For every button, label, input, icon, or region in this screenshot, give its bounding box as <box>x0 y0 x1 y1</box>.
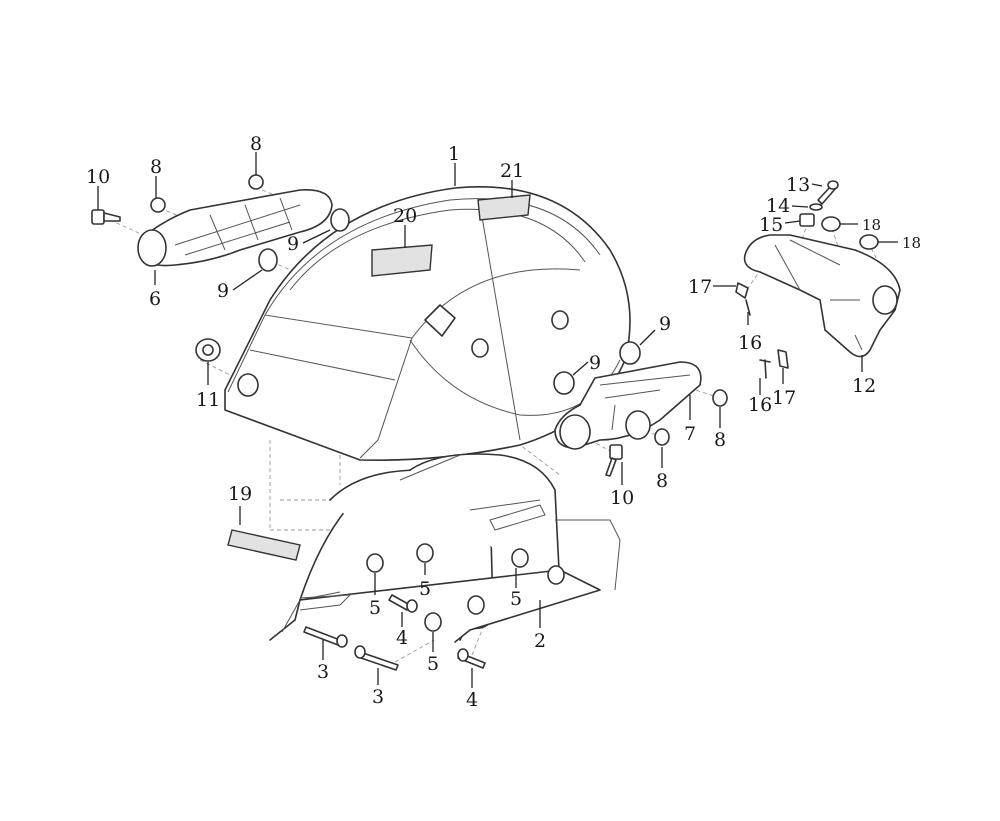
callout-10: 10 <box>610 487 634 509</box>
callout-19: 19 <box>228 483 252 505</box>
callout-18: 18 <box>862 216 881 234</box>
callout-17: 17 <box>688 276 712 298</box>
callout-4: 4 <box>396 627 408 649</box>
callout-7: 7 <box>684 423 696 445</box>
callout-8: 8 <box>150 156 162 178</box>
callout-5: 5 <box>427 653 439 675</box>
callout-13: 13 <box>786 174 810 196</box>
callout-5: 5 <box>369 597 381 619</box>
callout-5: 5 <box>510 588 522 610</box>
callout-9: 9 <box>287 233 299 255</box>
callout-14: 14 <box>766 195 790 217</box>
callout-8: 8 <box>714 429 726 451</box>
callout-3: 3 <box>317 661 329 683</box>
callout-9: 9 <box>217 280 229 302</box>
callout-16: 16 <box>738 332 762 354</box>
hardware <box>91 174 879 671</box>
left-fender-bracket <box>137 188 333 267</box>
callout-5: 5 <box>419 578 431 600</box>
callout-12: 12 <box>852 375 876 397</box>
callout-18: 18 <box>902 234 921 252</box>
callout-labels: 1 21 20 8 8 10 9 9 6 11 13 14 15 18 18 1… <box>86 133 921 711</box>
callout-3: 3 <box>372 686 384 708</box>
callout-21: 21 <box>500 160 524 182</box>
callout-17: 17 <box>772 387 796 409</box>
callout-6: 6 <box>149 288 161 310</box>
callout-9: 9 <box>659 313 671 335</box>
callout-4: 4 <box>466 689 478 711</box>
rear-fender-frame <box>269 453 621 643</box>
callout-16: 16 <box>748 394 772 416</box>
rear-fender <box>224 186 631 461</box>
callout-2: 2 <box>534 630 546 652</box>
callout-10: 10 <box>86 166 110 188</box>
callout-9: 9 <box>589 352 601 374</box>
callout-leaders <box>97 152 898 688</box>
callout-8: 8 <box>656 470 668 492</box>
callout-8: 8 <box>250 133 262 155</box>
callout-15: 15 <box>759 214 783 236</box>
license-plate-bracket <box>743 234 901 358</box>
callout-20: 20 <box>393 205 417 227</box>
callout-11: 11 <box>196 389 220 411</box>
callout-1: 1 <box>448 143 460 165</box>
right-fender-bracket <box>554 361 702 450</box>
